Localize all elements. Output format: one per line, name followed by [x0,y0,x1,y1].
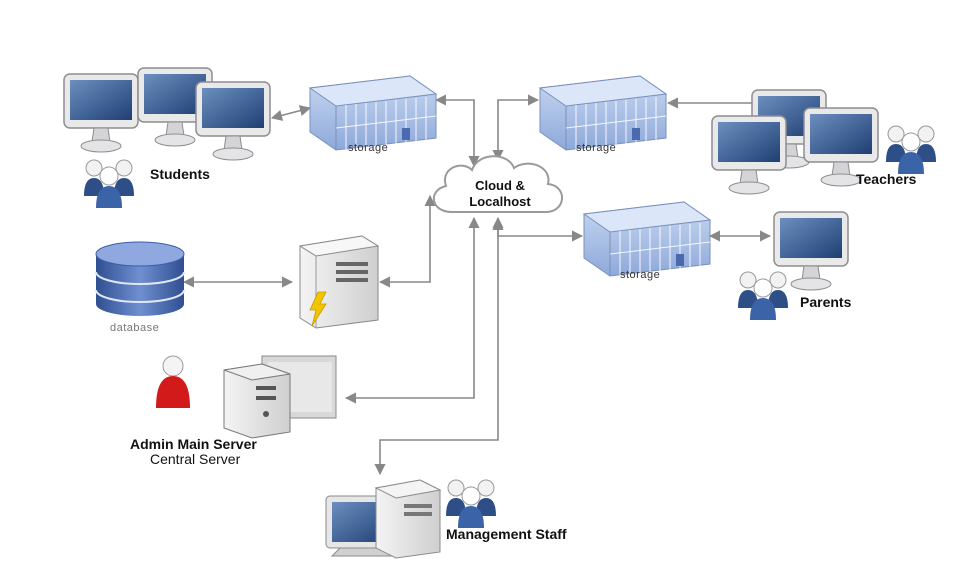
storage-icon [309,75,437,151]
link-cloud-storage-teachers [492,94,540,162]
monitor-icon [195,81,271,161]
database-icon [95,241,185,316]
monitor-icon [711,115,787,195]
teachers-label: Teachers [856,171,917,187]
admin-subtitle: Central Server [150,451,241,467]
cloud-label-line1: Cloud & [475,178,525,193]
admin-person-icon [156,355,190,408]
management-label: Management Staff [446,526,567,542]
monitor-icon [63,73,139,153]
students-label: Students [150,166,210,182]
admin-title: Admin Main Server [130,436,257,452]
link-cloud-storage-parents [492,216,584,242]
people-icon [83,159,135,209]
parents-label: Parents [800,294,852,310]
workstation-icon [325,479,442,559]
link-server-cloud [378,194,436,288]
server-icon [298,235,380,329]
storage-label: storage [348,142,389,154]
people-icon [885,125,937,175]
link-students-storage [270,105,312,121]
cloud-icon [433,155,563,213]
people-icon [737,271,789,321]
cloud-label-line2: Localhost [469,194,531,209]
people-icon [445,479,497,529]
storage-label: storage [576,142,617,154]
storage-icon [583,201,711,277]
storage-icon [539,75,667,151]
students-group [63,67,271,209]
storage-label: storage [620,269,661,281]
link-storage-cloud [434,94,480,168]
cloud-label: Cloud & Localhost [452,178,548,210]
management-group [325,479,497,559]
connectors [182,94,772,476]
database-label: database [110,322,160,334]
link-management-cloud [374,218,504,476]
workstation-icon [223,355,337,439]
